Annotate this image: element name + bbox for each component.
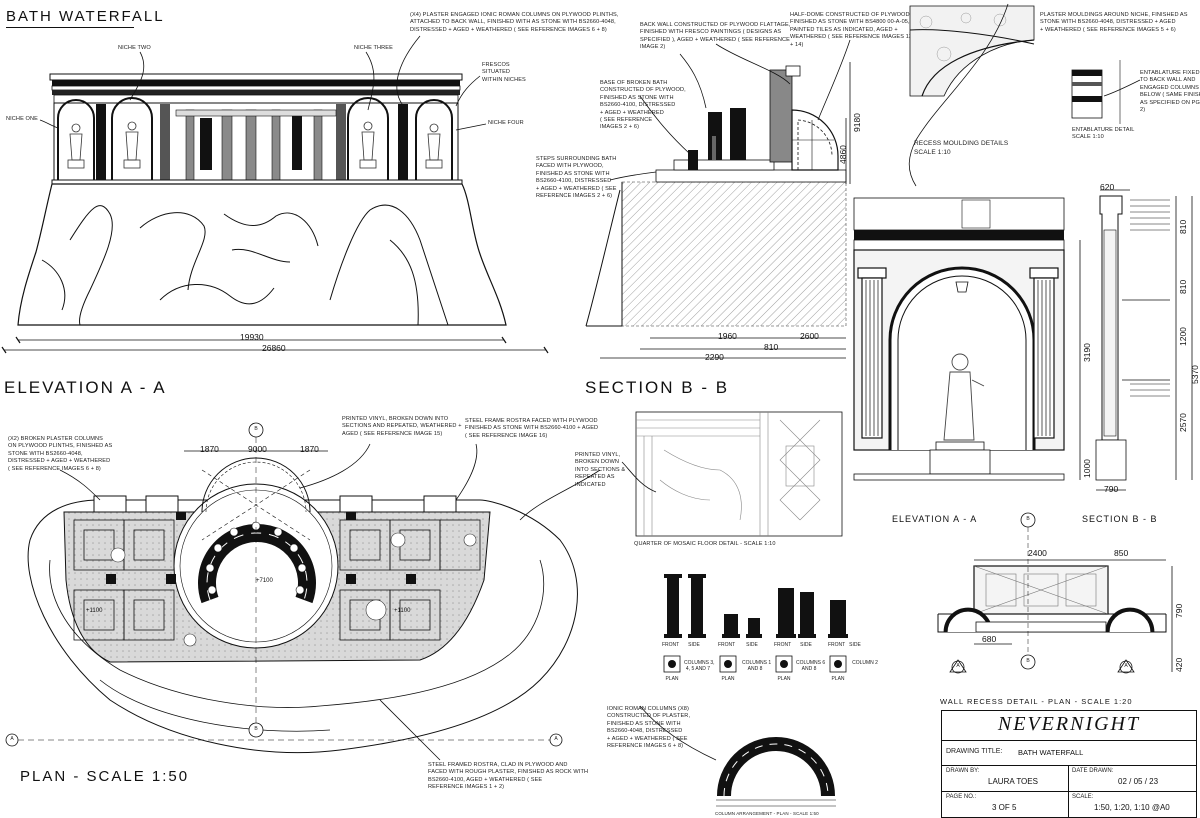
note-niche-four: NICHE FOUR: [488, 120, 524, 126]
col-label-3-side: SIDE: [800, 642, 812, 648]
plan-label-2: PLAN: [721, 676, 735, 682]
col-label-3-front: FRONT: [774, 642, 792, 648]
plan-label-3: PLAN: [777, 676, 791, 682]
marker-a-recess-left: A: [956, 663, 960, 669]
elevation-aa-small-heading: ELEVATION A - A: [892, 514, 978, 524]
plan-heading: PLAN - SCALE 1:50: [20, 768, 190, 785]
entablature-heading: ENTABLATURE DETAIL SCALE 1:10: [1072, 127, 1135, 141]
marker-a-right: A: [554, 736, 558, 742]
note-niche-three: NICHE THREE: [354, 45, 393, 51]
plan-label-4: PLAN: [831, 676, 845, 682]
title-block-row-3: [942, 791, 1196, 792]
dim-plus-7100: +7100: [256, 578, 273, 584]
dim-1960: 1960: [718, 331, 737, 341]
dim-850: 850: [1114, 548, 1129, 558]
page-no-value: 3 OF 5: [992, 803, 1017, 812]
col-label-1-side: SIDE: [688, 642, 700, 648]
note-steel-framed-rostra: STEEL FRAMED ROSTRA, CLAD IN PLYWOOD AND…: [428, 762, 589, 791]
note-plaster-mouldings: PLASTER MOULDINGS AROUND NICHE, FINISHED…: [1040, 12, 1188, 33]
note-printed-vinyl-1: PRINTED VINYL, BROKEN DOWN INTO SECTIONS…: [342, 416, 462, 437]
date-drawn-label: DATE DRAWN:: [1072, 768, 1114, 774]
col-label-4-name: COLUMN 2: [852, 660, 878, 666]
scale-value: 1:50, 1:20, 1:10 @A0: [1094, 803, 1170, 812]
drawn-by-label: DRAWN BY:: [946, 768, 980, 774]
recess-moulding-heading: RECESS MOULDING DETAILS SCALE 1:10: [914, 140, 1009, 156]
scale-label: SCALE:: [1072, 794, 1094, 800]
marker-b-recess-top: B: [1026, 516, 1030, 522]
marker-b-top: B: [254, 426, 258, 432]
marker-b-recess-bottom: B: [1026, 658, 1030, 664]
main-title-underline: [6, 27, 134, 28]
project-name: NEVERNIGHT: [997, 713, 1141, 735]
col-label-4-front: FRONT: [828, 642, 846, 648]
marker-a-left: A: [10, 736, 14, 742]
column-arrangement-heading: COLUMN ARRANGEMENT - PLAN - SCALE 1:50: [715, 811, 819, 816]
drawn-by-value: LAURA TOES: [988, 777, 1038, 786]
col-label-2-front: FRONT: [718, 642, 736, 648]
note-niche-two: NICHE TWO: [118, 45, 151, 51]
note-entablature: ENTABLATURE FIXED TO BACK WALL AND ENGAG…: [1140, 70, 1200, 114]
note-base-broken-bath: BASE OF BROKEN BATH CONSTRUCTED OF PLYWO…: [600, 80, 686, 131]
elevation-aa-heading: ELEVATION A - A: [4, 378, 167, 397]
note-broken-columns: (x2) BROKEN PLASTER COLUMNS ON PLYWOOD P…: [8, 436, 113, 472]
dim-plus-1100-b: +1100: [394, 608, 411, 614]
note-back-wall: BACK WALL CONSTRUCTED OF PLYWOOD FLATTAG…: [640, 22, 791, 51]
marker-b-bottom: B: [254, 726, 258, 732]
title-block-row-1: [942, 740, 1196, 741]
dim-620: 620: [1100, 182, 1115, 192]
title-block-row-2: [942, 765, 1196, 766]
marker-a-recess-right: A: [1124, 663, 1128, 669]
dim-plus-1100: +1100: [86, 608, 103, 614]
note-printed-vinyl-2: PRINTED VINYL, BROKEN DOWN INTO SECTIONS…: [575, 452, 626, 488]
dim-9000: 9000: [248, 444, 267, 454]
note-plaster-columns: (x4) PLASTER ENGAGED IONIC ROMAN COLUMNS…: [410, 12, 619, 33]
dim-26860: 26860: [262, 343, 286, 353]
note-steel-frame: STEEL FRAME ROSTRA FACED WITH PLYWOOD FI…: [465, 418, 599, 439]
note-steps: STEPS SURROUNDING BATH FACED WITH PLYWOO…: [536, 156, 617, 200]
page-no-label: PAGE NO.:: [946, 794, 977, 800]
plan-label-1: PLAN: [665, 676, 679, 682]
note-half-dome: HALF-DOME CONSTRUCTED OF PLYWOOD FINISHE…: [790, 12, 913, 48]
date-drawn-value: 02 / 05 / 23: [1118, 777, 1159, 786]
note-ionic-columns: IONIC ROMAN COLUMNS (x8) CONSTRUCTED OF …: [607, 706, 691, 750]
dim-2290: 2290: [705, 352, 724, 362]
dim-1870-a: 1870: [200, 444, 219, 454]
dim-19930: 19930: [240, 332, 264, 342]
dim-790: 790: [1104, 484, 1119, 494]
section-bb-small-heading: SECTION B - B: [1082, 514, 1158, 524]
drawing-title-label: DRAWING TITLE:: [946, 748, 1003, 755]
dim-2400: 2400: [1028, 548, 1047, 558]
mosaic-heading: QUARTER OF MOSAIC FLOOR DETAIL - SCALE 1…: [634, 541, 776, 547]
dim-2600: 2600: [800, 331, 819, 341]
dim-790-b: 790: [1174, 603, 1184, 618]
wall-recess-heading: WALL RECESS DETAIL - PLAN - SCALE 1:20: [940, 697, 1133, 706]
drawing-title-value: BATH WATERFALL: [1018, 748, 1084, 757]
dim-810: 810: [764, 342, 779, 352]
note-niche-one: NICHE ONE: [6, 116, 38, 122]
section-bb-heading: SECTION B - B: [585, 378, 730, 397]
dim-680: 680: [982, 634, 997, 644]
col-label-2-side: SIDE: [746, 642, 758, 648]
col-label-4-side: SIDE: [849, 642, 861, 648]
dim-420: 420: [1174, 657, 1184, 672]
note-frescos: FRESCOS SITUATED WITHIN NICHES: [482, 62, 526, 83]
title-block: NEVERNIGHT DRAWING TITLE: BATH WATERFALL…: [941, 710, 1197, 818]
main-title: BATH WATERFALL: [6, 8, 165, 25]
col-label-1-front: FRONT: [662, 642, 680, 648]
dim-1870-b: 1870: [300, 444, 319, 454]
